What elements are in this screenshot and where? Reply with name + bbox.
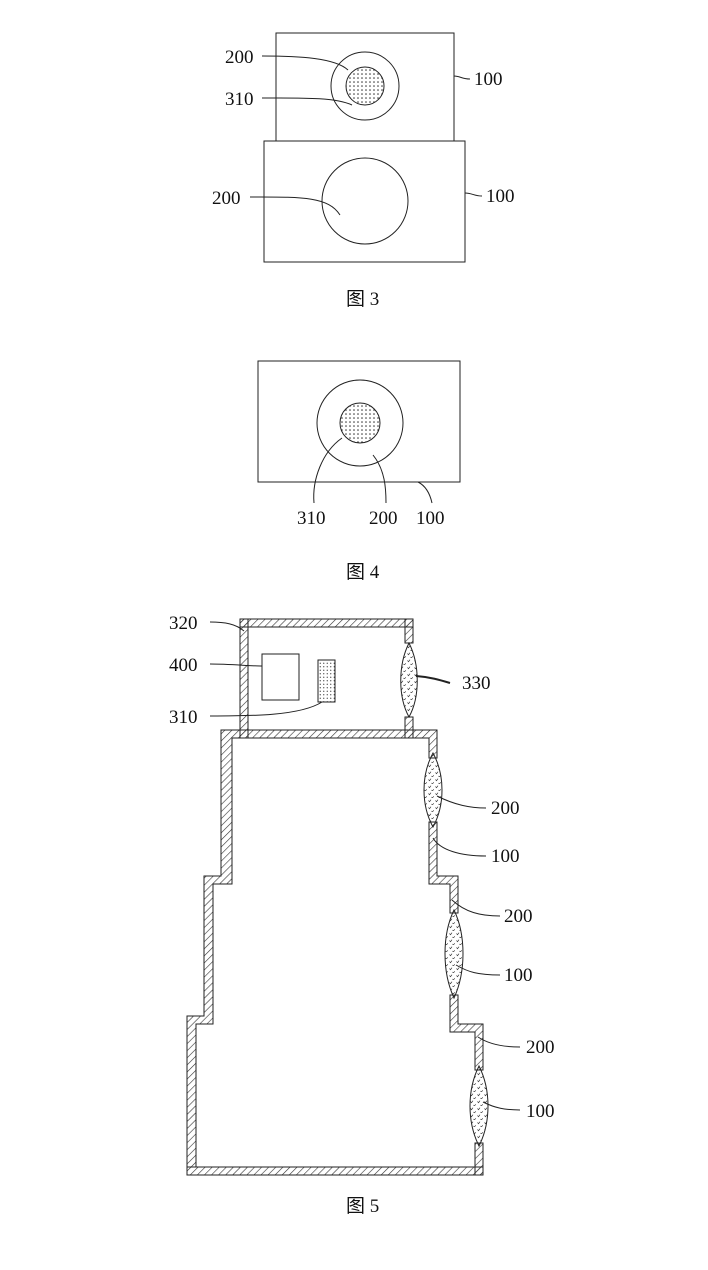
figure-caption: 图 4 [346, 562, 380, 583]
window-200-upper [423, 751, 443, 829]
label-200: 200 [504, 906, 533, 927]
label-100: 100 [491, 846, 520, 867]
leader-310 [261, 97, 353, 106]
dotted-disk-310 [345, 66, 385, 106]
ring-200 [316, 379, 404, 467]
label-310: 310 [225, 89, 254, 110]
label-330: 330 [462, 673, 491, 694]
label-320: 320 [169, 613, 198, 634]
figure-4-labels: 310 200 100 图 4 [297, 508, 445, 583]
figure-5-labels: 320 400 310 330 200 100 200 100 200 100 … [169, 613, 555, 1217]
label-200: 200 [369, 508, 398, 529]
label-200: 200 [212, 188, 241, 209]
window-200-middle [444, 908, 464, 1000]
figure-3-labels: 200 310 100 200 100 图 3 [212, 47, 515, 310]
figure-3 [249, 32, 483, 263]
label-100: 100 [474, 69, 503, 90]
label-200: 200 [491, 798, 520, 819]
leader-100-top [453, 75, 471, 80]
tower-bottom-wall [186, 1166, 484, 1176]
label-200: 200 [225, 47, 254, 68]
leader-200-bottom [249, 196, 341, 216]
tower-left-wall [186, 729, 241, 1168]
window-200-lower [469, 1064, 489, 1148]
figure-5-leaders [209, 621, 521, 1111]
bottom-plate-100 [263, 140, 466, 263]
label-200: 200 [526, 1037, 555, 1058]
plate-100 [257, 360, 461, 483]
label-400: 400 [169, 655, 198, 676]
leader-100 [417, 481, 433, 504]
leader-200-top [261, 55, 349, 71]
leader-310 [313, 437, 343, 504]
figure-4 [257, 360, 461, 504]
ring-200 [330, 51, 400, 121]
label-100: 100 [416, 508, 445, 529]
figure-caption: 图 3 [346, 289, 379, 310]
label-100: 100 [504, 965, 533, 986]
top-box-320 [239, 618, 414, 739]
lens-330 [400, 641, 418, 719]
label-100: 100 [486, 186, 515, 207]
dotted-disk-310 [339, 402, 381, 444]
label-310: 310 [169, 707, 198, 728]
tower-right-wall [412, 729, 484, 1176]
leader-100-bottom [464, 192, 483, 197]
circle-200 [321, 157, 409, 245]
label-100: 100 [526, 1101, 555, 1122]
module-400 [261, 653, 300, 701]
leader-200 [372, 454, 387, 504]
label-310: 310 [297, 508, 326, 529]
sensor-310 [317, 659, 336, 703]
figure-5 [186, 618, 521, 1176]
figure-caption: 图 5 [346, 1196, 379, 1217]
